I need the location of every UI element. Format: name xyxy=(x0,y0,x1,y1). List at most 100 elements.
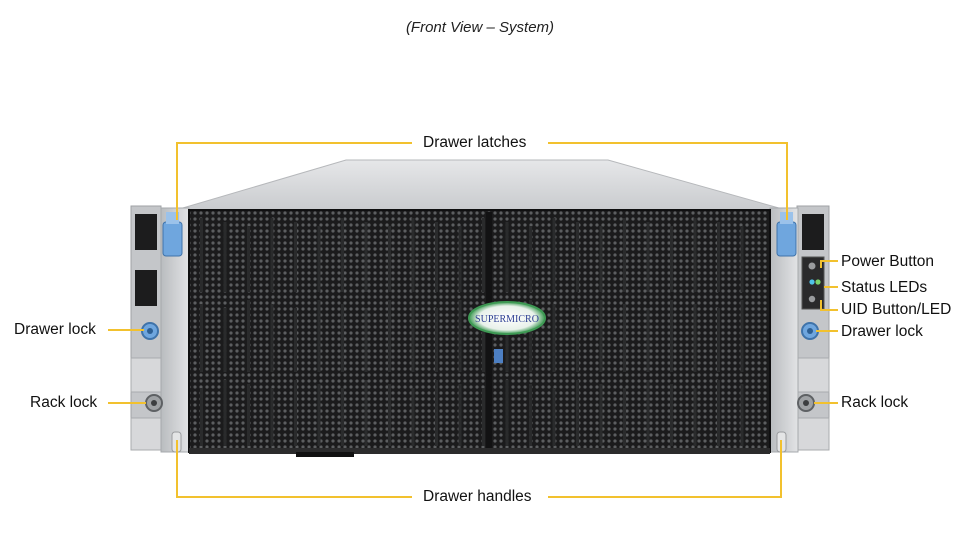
drawer-slot-divider xyxy=(317,384,321,446)
drawer-slot-divider xyxy=(505,308,509,372)
drawer-slot-divider xyxy=(341,304,344,372)
label-status-leds: Status LEDs xyxy=(841,279,928,296)
drawer-slot-divider xyxy=(435,308,438,372)
label-drawer-handles: Drawer handles xyxy=(423,488,532,505)
drawer-slot-divider xyxy=(740,300,744,372)
drawer-slot-divider xyxy=(247,300,250,372)
label-rack-lock-left: Rack lock xyxy=(30,394,98,411)
drawer-slot-divider xyxy=(247,226,250,292)
drawer-slot-divider xyxy=(458,384,462,446)
leader-drawer-latches-right xyxy=(548,142,788,144)
drawer-slot-divider xyxy=(200,218,203,292)
drawer-slot-divider xyxy=(693,304,697,372)
leader-drawer-latches-left xyxy=(176,142,412,144)
drawer-slot-divider xyxy=(599,384,603,446)
drawer-slot-divider xyxy=(388,384,391,446)
uid-button-icon xyxy=(808,295,816,303)
drawer-slot-divider xyxy=(388,226,391,292)
drawer-slot-divider xyxy=(200,304,203,372)
drawer-slot-divider xyxy=(670,300,673,372)
leader-drawer-handles xyxy=(176,496,412,498)
status-led-icon xyxy=(809,279,815,285)
drawer-slot-divider xyxy=(458,226,462,292)
drawer-slot-divider xyxy=(341,218,344,292)
leader-uid-button xyxy=(820,309,838,311)
drawer-slot-divider xyxy=(247,384,250,446)
label-rack-lock-right: Rack lock xyxy=(841,394,909,411)
front-mesh-panel xyxy=(188,209,771,453)
label-drawer-latches: Drawer latches xyxy=(423,134,527,151)
drawer-slot-divider xyxy=(270,304,274,372)
drawer-slot-divider xyxy=(294,380,297,446)
label-power-button: Power Button xyxy=(841,253,935,270)
drawer-slot-divider xyxy=(646,222,650,292)
drawer-slot-divider xyxy=(364,222,368,292)
drawer-slot-divider xyxy=(717,222,720,292)
drawer-slot-divider xyxy=(599,300,603,372)
drawer-slot-divider xyxy=(576,222,579,292)
drawer-slot-grid xyxy=(200,218,744,446)
drawer-slot-divider xyxy=(294,222,297,292)
drawer-slot-divider xyxy=(317,226,321,292)
drawer-slot-divider xyxy=(458,300,462,372)
label-drawer-lock-left: Drawer lock xyxy=(14,321,96,338)
drawer-slot-divider xyxy=(270,388,274,446)
drawer-slot-divider xyxy=(482,388,485,446)
drawer-slot-divider xyxy=(529,226,532,292)
drawer-latch-left xyxy=(162,221,183,257)
drawer-slot-divider xyxy=(411,218,415,292)
leader-status-leds xyxy=(824,286,838,288)
power-button-icon xyxy=(808,262,816,270)
drawer-slot-divider xyxy=(740,384,744,446)
drawer-slot-divider xyxy=(717,308,720,372)
drawer-slot-divider xyxy=(740,226,744,292)
chassis-top-cover xyxy=(175,159,787,211)
drawer-slot-divider xyxy=(623,218,626,292)
leader-rack-lock-right xyxy=(814,402,838,404)
label-uid-button-led: UID Button/LED xyxy=(841,301,952,318)
drawer-slot-divider xyxy=(364,308,368,372)
label-drawer-lock-right: Drawer lock xyxy=(841,323,923,340)
drawer-slot-divider xyxy=(223,222,227,292)
drawer-slot-divider xyxy=(670,384,673,446)
drawer-slot-divider xyxy=(552,304,556,372)
drawer-slot-divider xyxy=(717,380,720,446)
drawer-slot-divider xyxy=(435,222,438,292)
drawer-slot-divider xyxy=(388,300,391,372)
drawer-slot-divider xyxy=(529,384,532,446)
drawer-slot-divider xyxy=(482,304,485,372)
leader-drawer-lock-left xyxy=(108,329,144,331)
drawer-slot-divider xyxy=(294,308,297,372)
drawer-slot-divider xyxy=(341,388,344,446)
drawer-slot-divider xyxy=(411,388,415,446)
drawer-slot-divider xyxy=(693,218,697,292)
drawer-slot-divider xyxy=(505,380,509,446)
drawer-slot-divider xyxy=(270,218,274,292)
drawer-slot-divider xyxy=(435,380,438,446)
logo-text: SUPERMICRO xyxy=(475,314,539,325)
drawer-slot-divider xyxy=(576,380,579,446)
drawer-slot-divider xyxy=(411,304,415,372)
drawer-latch-right xyxy=(776,221,797,257)
drawer-slot-divider xyxy=(552,388,556,446)
drawer-slot-divider xyxy=(317,300,321,372)
drawer-indicator-leds xyxy=(494,349,503,363)
drawer-slot-divider xyxy=(529,300,532,372)
drawer-slot-divider xyxy=(505,222,509,292)
drawer-slot-divider xyxy=(599,226,603,292)
figure-caption: (Front View – System) xyxy=(405,19,555,36)
drawer-slot-divider xyxy=(200,388,203,446)
supermicro-logo xyxy=(468,301,546,335)
drawer-slot-divider xyxy=(552,218,556,292)
drawer-slot-divider xyxy=(482,218,485,292)
drawer-slot-divider xyxy=(693,388,697,446)
drawer-slot-divider xyxy=(670,226,673,292)
drawer-slot-divider xyxy=(646,308,650,372)
leader-drawer-lock-right xyxy=(816,330,838,332)
drawer-slot-divider xyxy=(646,380,650,446)
leader-rack-lock-left xyxy=(108,402,146,404)
drawer-slot-divider xyxy=(623,388,626,446)
drawer-slot-divider xyxy=(623,304,626,372)
